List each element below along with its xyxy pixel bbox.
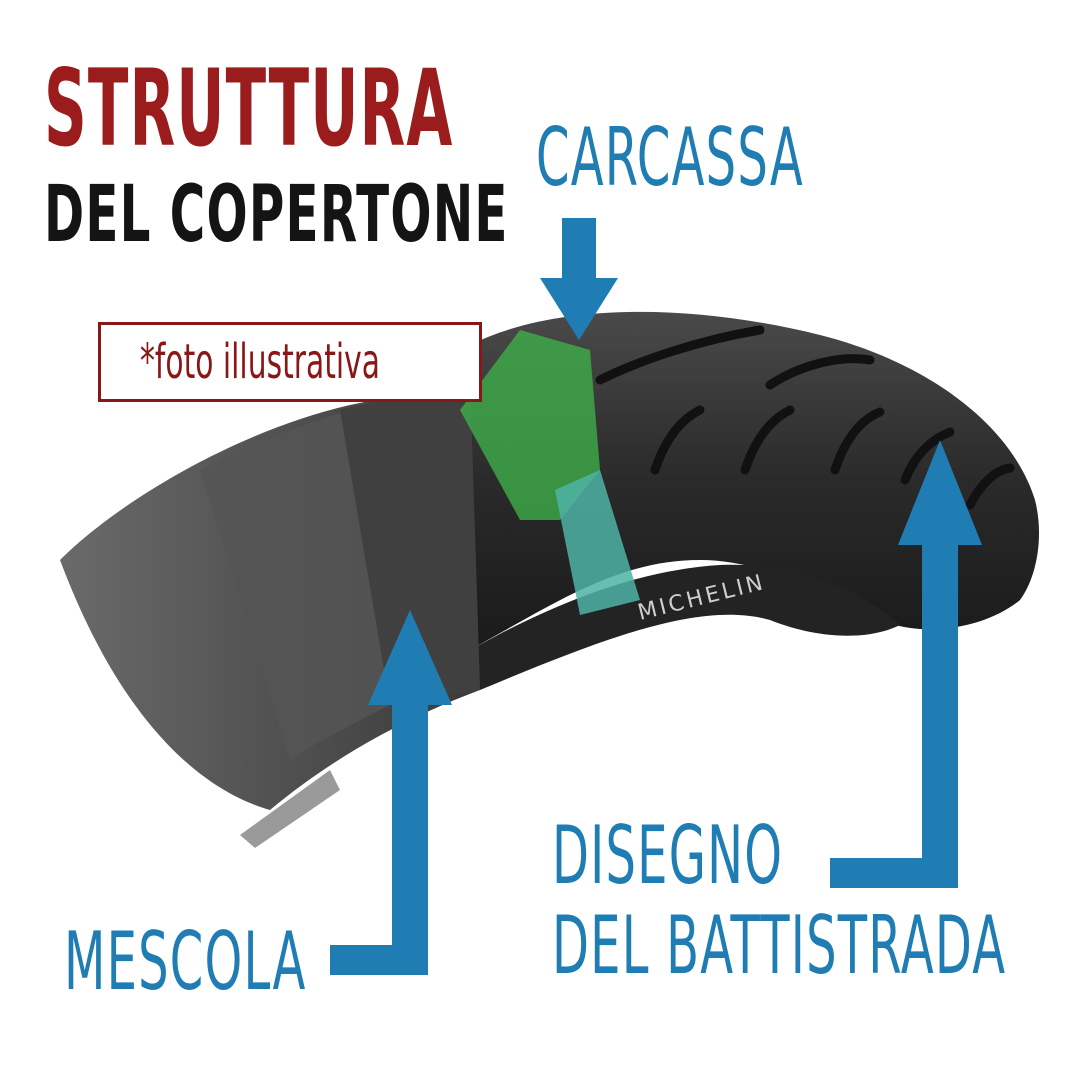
label-mescola: MESCOLA (64, 915, 307, 1008)
label-battistrada: DEL BATTISTRADA (552, 899, 1007, 992)
illustrative-note: *foto illustrativa (140, 334, 380, 390)
carcass-ply (460, 330, 600, 520)
tread-grooves (595, 325, 1015, 510)
tyre-cutaway-layer-1 (200, 410, 400, 760)
tread-layer (555, 470, 640, 615)
mescola-arrow (330, 610, 452, 975)
title-line-2: DEL COPERTONE (44, 170, 509, 260)
title-line-1: STRUTTURA (44, 47, 454, 170)
battistrada-arrow (830, 440, 982, 888)
carcassa-arrow (540, 218, 618, 340)
tyre-cutaway-layer-2 (340, 380, 480, 705)
tyre-sidewall (470, 564, 900, 690)
label-carcassa: CARCASSA (536, 111, 804, 204)
illustrative-note-box (98, 322, 482, 402)
tyre-inner-liner (240, 770, 340, 848)
label-disegno: DISEGNO (552, 809, 784, 902)
